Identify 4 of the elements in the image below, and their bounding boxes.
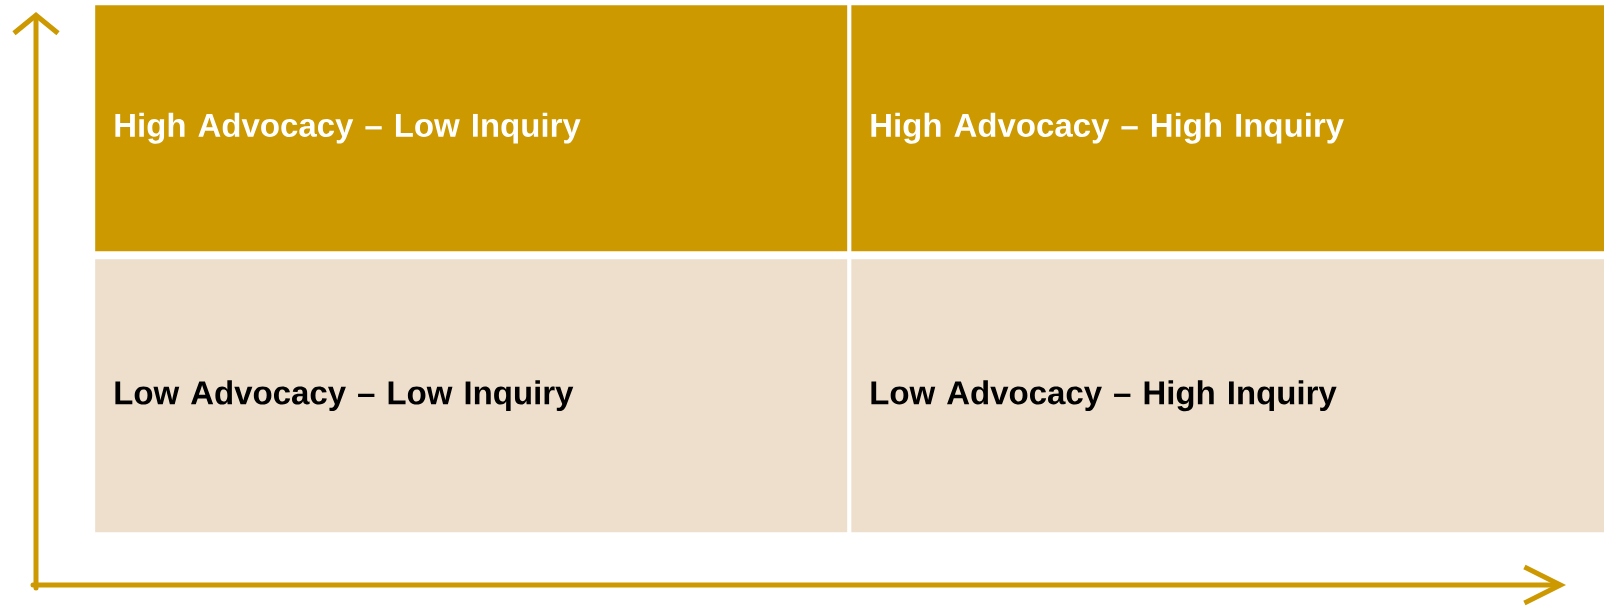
quadrant-box: High Advocacy – Low Inquiry [95, 5, 848, 252]
quadrant-box: Low Advocacy – Low Inquiry [95, 259, 848, 533]
quadrant-box: High Advocacy – High Inquiry [851, 5, 1604, 252]
quadrant-box: Low Advocacy – High Inquiry [851, 259, 1604, 533]
